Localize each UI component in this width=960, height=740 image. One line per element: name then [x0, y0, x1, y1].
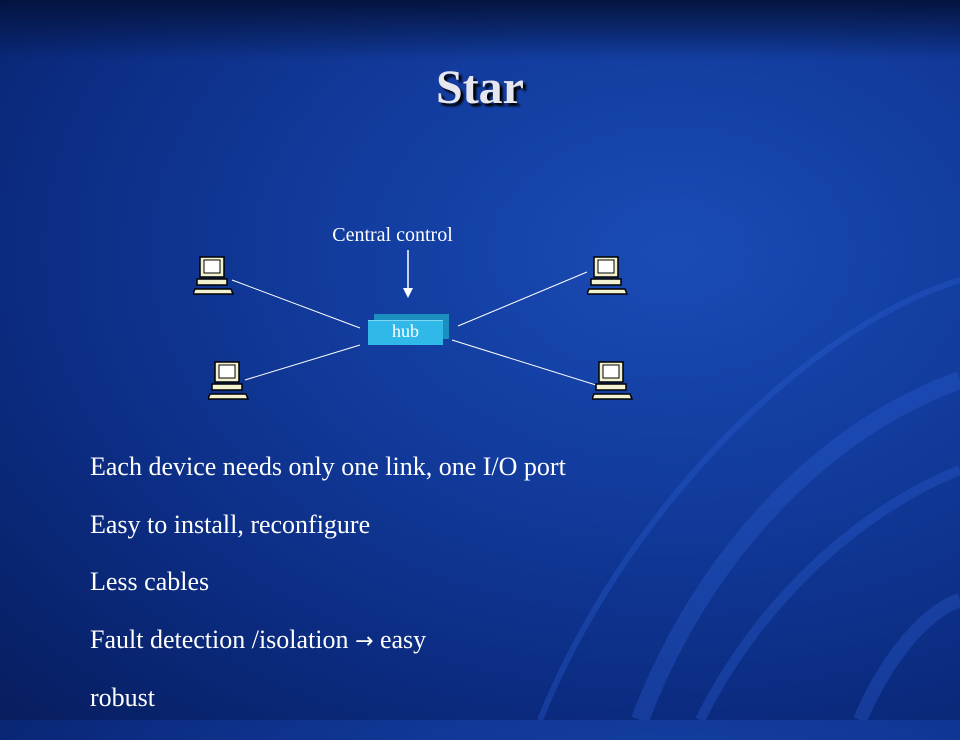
bullet-item: Less cables — [90, 567, 890, 596]
computer-icon — [208, 361, 250, 400]
bullet-item: Fault detection /isolation → easy — [90, 625, 890, 654]
slide-title: Star — [436, 61, 524, 114]
computer-icon — [587, 256, 629, 295]
computer-icon — [592, 361, 634, 400]
bullet-item: robust — [90, 683, 890, 712]
top-shade — [0, 0, 960, 60]
bullet-text: Less cables — [90, 567, 210, 597]
central-control-label: Central control — [332, 224, 453, 246]
link-bottom-right — [451, 339, 597, 386]
hub-box — [368, 320, 443, 345]
star-topology-diagram — [0, 0, 960, 720]
right-arrow-icon: → — [355, 629, 374, 655]
link-top-left — [231, 279, 361, 329]
bullet-item: Easy to install, reconfigure — [90, 510, 890, 539]
bullet-text: robust — [90, 682, 155, 712]
computer-icon — [193, 256, 235, 295]
bullet-text: Easy to install, reconfigure — [90, 509, 371, 539]
bullet-item: Each device needs only one link, one I/O… — [90, 452, 890, 481]
hub-label: hub — [392, 321, 419, 341]
control-arrow-head — [403, 288, 413, 298]
bullet-text: Fault detection /isolation — [90, 625, 349, 655]
background-swirls — [537, 277, 960, 720]
link-bottom-left — [244, 344, 361, 381]
bullet-suffix: easy — [373, 625, 427, 655]
bullet-list: Each device needs only one link, one I/O… — [90, 452, 890, 740]
link-top-right — [457, 271, 588, 327]
bullet-text: Each device needs only one link, one I/O… — [90, 452, 566, 481]
